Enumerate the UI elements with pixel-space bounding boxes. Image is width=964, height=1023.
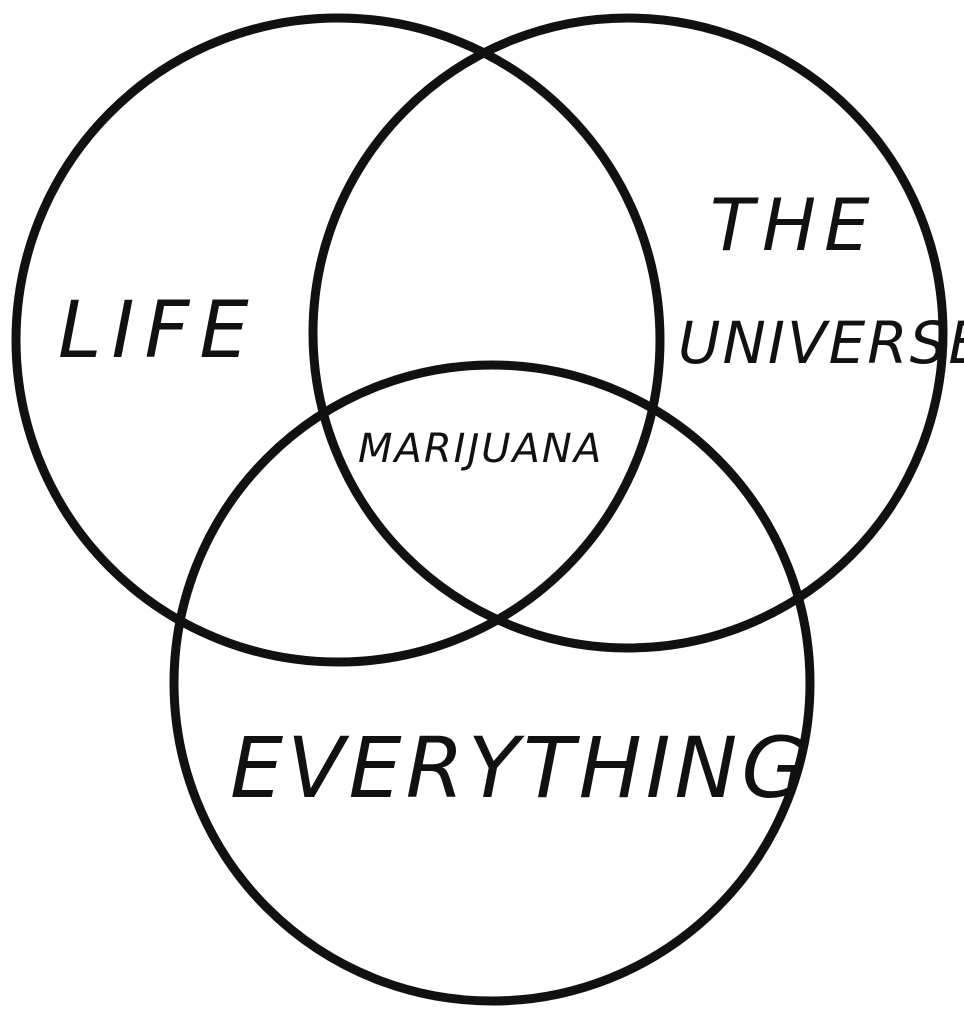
label-marijuana: MARIJUANA [358, 426, 603, 472]
circle-life [11, 13, 665, 667]
label-the: THE [710, 183, 878, 267]
circle-universe [308, 13, 948, 653]
label-everything: EVERYTHING [230, 719, 810, 817]
label-universe: UNIVERSE [678, 309, 964, 377]
label-life: LIFE [58, 286, 259, 376]
circle-everything [169, 360, 815, 1006]
